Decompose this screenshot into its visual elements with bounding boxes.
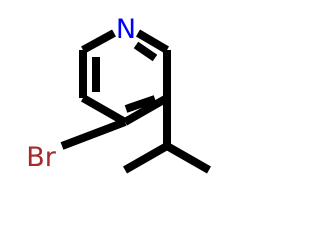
bond-c3-c4-double xyxy=(124,95,157,113)
bond-c3-c4 xyxy=(123,94,169,126)
bond-n1-c2-double xyxy=(133,41,158,62)
molecule-structure-diagram: N Br xyxy=(26,14,211,174)
bond-n1-c2 xyxy=(135,29,170,54)
bromine-atom-label: Br xyxy=(26,142,57,173)
substituent-bonds xyxy=(60,118,127,150)
pyridine-ring xyxy=(79,29,171,126)
bond-ch-methyl-right xyxy=(165,142,211,174)
bond-c6-n1 xyxy=(81,29,116,54)
isopropyl-group xyxy=(123,98,211,174)
bond-ch-methyl-left xyxy=(123,142,169,174)
bond-c4-br xyxy=(60,118,127,150)
bond-c4-c5 xyxy=(81,94,127,126)
nitrogen-atom-label: N xyxy=(116,14,136,45)
